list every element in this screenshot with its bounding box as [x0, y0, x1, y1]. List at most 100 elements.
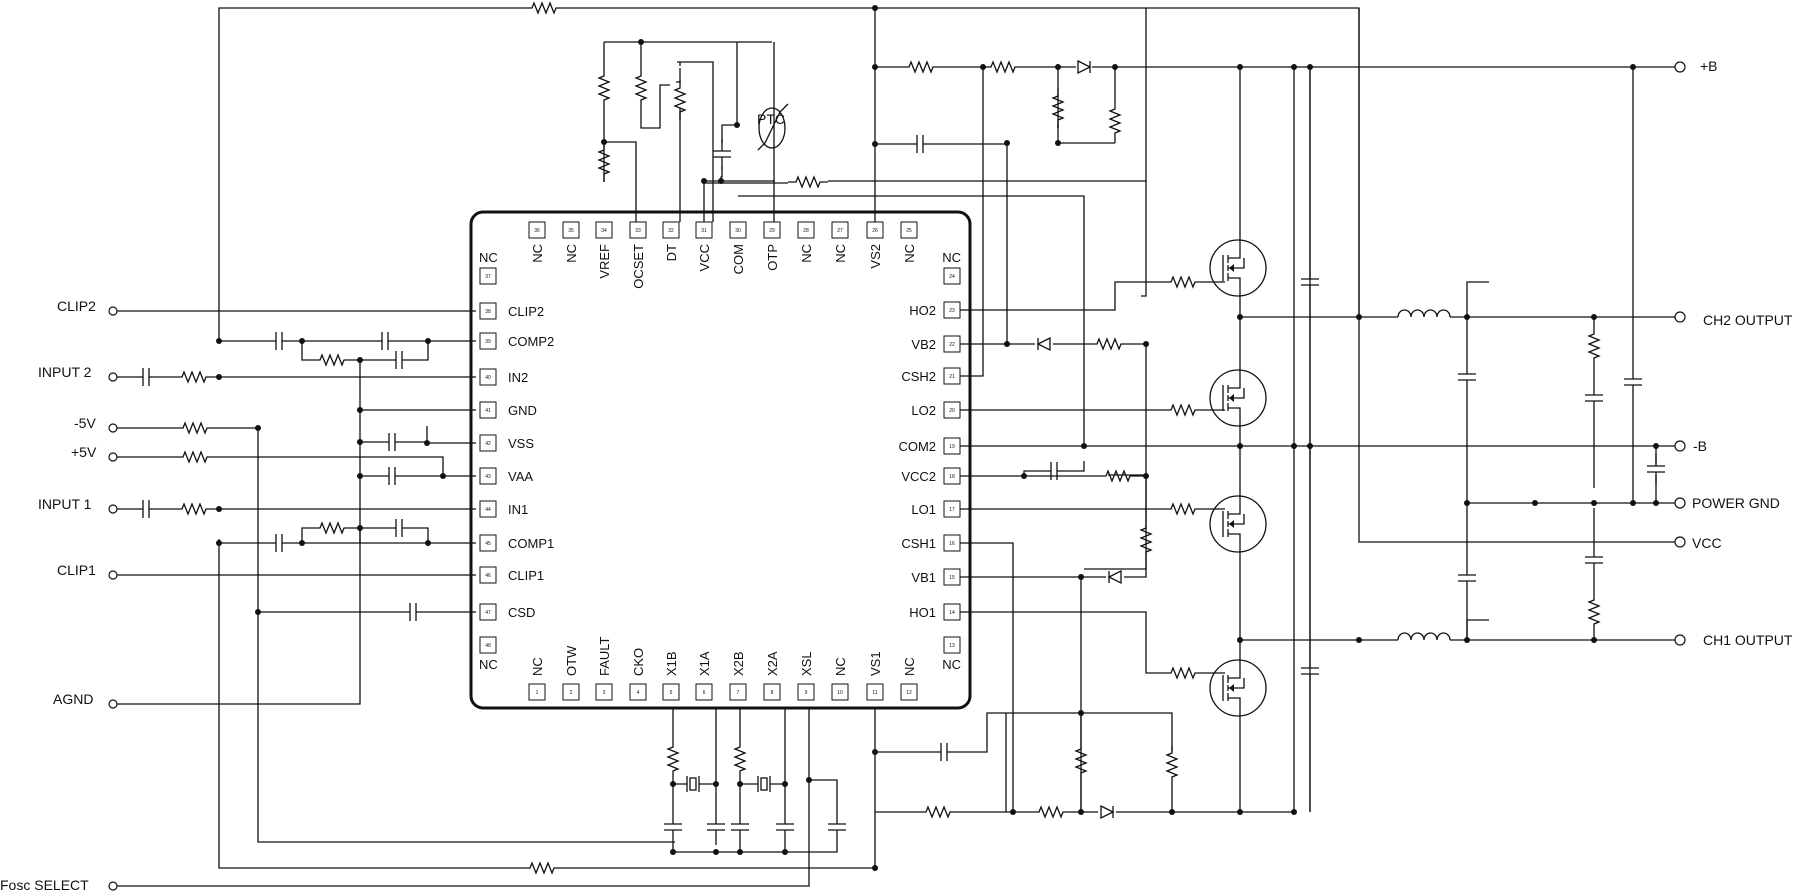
ic-pin-4-label: CKO: [631, 648, 646, 676]
ic-pin-3-label: FAULT: [597, 636, 612, 676]
ic-pin-39-box: [479, 332, 497, 350]
left-terminal-labels: CLIP2 INPUT 2 -5V +5V INPUT 1 CLIP1 AGND…: [0, 298, 97, 893]
ic-pin-15-number: 15: [949, 575, 955, 581]
ic-pin-39-number: 39: [485, 339, 491, 345]
ic-pin-13-label: NC: [942, 657, 961, 672]
ic-pin-20-label: LO2: [911, 403, 936, 418]
ic-pin-18-number: 18: [949, 474, 955, 480]
ic-pin-6-number: 6: [703, 690, 706, 696]
ic-pin-26-label: VS2: [868, 244, 883, 269]
minus5v-label: -5V: [74, 415, 96, 431]
ic-pin-39-label: COMP2: [508, 334, 554, 349]
clip2-label: CLIP2: [57, 298, 96, 314]
ic-pin-13-number: 13: [949, 643, 955, 649]
ic-pin-7-label: X2B: [731, 651, 746, 676]
ptc-label: PTC: [757, 111, 785, 127]
ic-pin-46-label: CLIP1: [508, 568, 544, 583]
ic-pin-3-number: 3: [603, 690, 606, 696]
ic-pin-25-box: [900, 221, 918, 239]
ic-pin-45-number: 45: [485, 541, 491, 547]
ic-pin-48-box: [479, 636, 497, 654]
ic-pin-2-box: [562, 683, 580, 701]
ic-pin-12-label: NC: [902, 657, 917, 676]
ic-pin-45-box: [479, 534, 497, 552]
ic-pin-36-box: [528, 221, 546, 239]
ic-pin-27-number: 27: [837, 228, 843, 234]
ic-pin-4-box: [629, 683, 647, 701]
ic-pin-47-label: CSD: [508, 605, 535, 620]
ic-pin-3-box: [595, 683, 613, 701]
ic-pin-27-label: NC: [833, 244, 848, 263]
ic-pin-43-number: 43: [485, 474, 491, 480]
ic-pin-44-label: IN1: [508, 502, 528, 517]
ic-pin-30-box: [729, 221, 747, 239]
ic-pin-32-label: DT: [664, 244, 679, 261]
ic-pin-28-box: [797, 221, 815, 239]
ic-pin-22-label: VB2: [911, 337, 936, 352]
ic-pin-31-number: 31: [701, 228, 707, 234]
ic-pin-37-label: NC: [479, 250, 498, 265]
ic-pin-40-label: IN2: [508, 370, 528, 385]
ic-pin-47-box: [479, 603, 497, 621]
mosfet-q3: [1209, 483, 1267, 565]
ic-pin-48-number: 48: [485, 643, 491, 649]
ic-pin-41-label: GND: [508, 403, 537, 418]
ic-pin-30-label: COM: [731, 244, 746, 274]
ic-pin-32-number: 32: [668, 228, 674, 234]
ic-pin-36-number: 36: [534, 228, 540, 234]
ic-pin-45-label: COMP1: [508, 536, 554, 551]
ic-pin-20-number: 20: [949, 408, 955, 414]
ic-pin-19-number: 19: [949, 444, 955, 450]
ic-pin-17-label: LO1: [911, 502, 936, 517]
ic-pin-6-box: [695, 683, 713, 701]
ic-pin-43-label: VAA: [508, 469, 533, 484]
ic-pin-14-number: 14: [949, 610, 955, 616]
ic-pin-28-label: NC: [799, 244, 814, 263]
mosfet-q1: [1209, 227, 1267, 309]
ic-pin-11-box: [866, 683, 884, 701]
ic-pin-22-number: 22: [949, 342, 955, 348]
plus5v-label: +5V: [71, 444, 97, 460]
fosc-select-label: Fosc SELECT: [0, 877, 89, 893]
ic-pin-2-label: OTW: [564, 645, 579, 676]
ic-pin-8-label: X2A: [765, 651, 780, 676]
ic-pin-34-number: 34: [601, 228, 607, 234]
ic-pin-7-number: 7: [737, 690, 740, 696]
ic-pin-44-box: [479, 500, 497, 518]
ic-pin-24-number: 24: [949, 274, 955, 280]
ic-pin-4-number: 4: [637, 690, 640, 696]
mosfet-q2: [1209, 357, 1267, 439]
ic-pin-29-box: [763, 221, 781, 239]
ch1-output-label: CH1 OUTPUT: [1703, 632, 1793, 648]
ic-pin-37-box: [479, 267, 497, 285]
ic-pin-43-box: [479, 467, 497, 485]
ic-pin-9-box: [797, 683, 815, 701]
ic-pin-33-label: OCSET: [631, 244, 646, 289]
ic-pin-24-box: [943, 267, 961, 285]
ic-pin-9-label: XSL: [799, 651, 814, 676]
ic-pin-25-label: NC: [902, 244, 917, 263]
ic-pin-41-number: 41: [485, 408, 491, 414]
ic-pin-23-label: HO2: [909, 303, 936, 318]
ic-pin-2-number: 2: [570, 690, 573, 696]
ic-pin-33-box: [629, 221, 647, 239]
ic-pin-40-number: 40: [485, 375, 491, 381]
ic-pin-44-number: 44: [485, 507, 491, 513]
ic-pin-24-label: NC: [942, 250, 961, 265]
ic-pin-31-label: VCC: [697, 244, 712, 271]
ic-pin-10-label: NC: [833, 657, 848, 676]
ic-pin-37-number: 37: [485, 274, 491, 280]
input1-label: INPUT 1: [38, 496, 92, 512]
ic-pin-23-number: 23: [949, 308, 955, 314]
ic-pin-41-box: [479, 401, 497, 419]
ic-pin-42-number: 42: [485, 441, 491, 447]
junction-dots: [216, 5, 1659, 871]
ic-pin-40-box: [479, 368, 497, 386]
ic-pin-12-box: [900, 683, 918, 701]
ic-pin-29-number: 29: [769, 228, 775, 234]
clip1-label: CLIP1: [57, 562, 96, 578]
ch2-output-label: CH2 OUTPUT: [1703, 312, 1793, 328]
ic-pin-7-box: [729, 683, 747, 701]
right-terminal-labels: +B CH2 OUTPUT -B POWER GND VCC CH1 OUTPU…: [1692, 58, 1793, 648]
